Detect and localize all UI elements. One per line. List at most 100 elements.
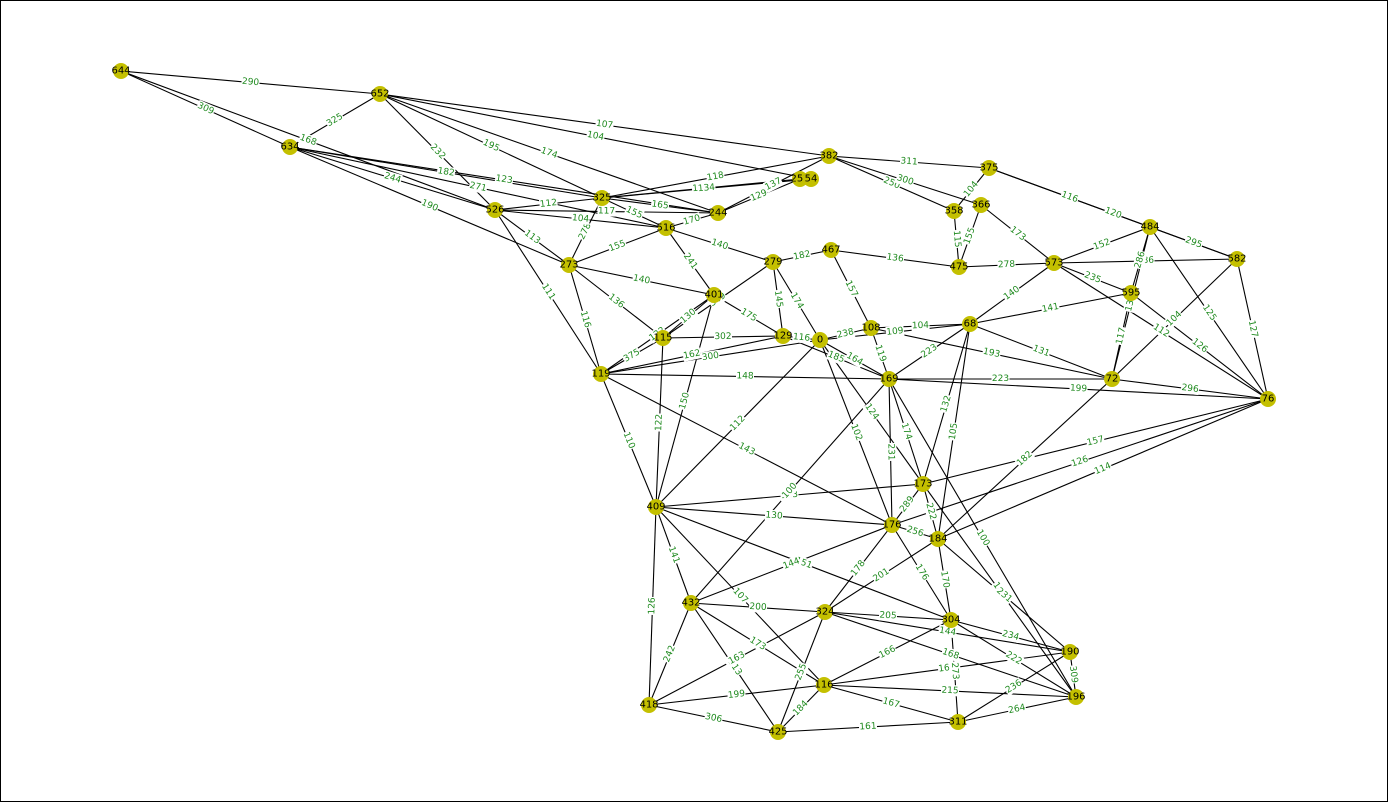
edge-weight-label: 109 bbox=[885, 325, 905, 338]
edge-weight-label: 290 bbox=[241, 75, 260, 89]
node-label-252: 252 bbox=[790, 174, 809, 185]
edge-weight-label: 182 bbox=[791, 248, 812, 263]
edge-weight-label: 144 bbox=[780, 555, 802, 572]
node-label-634: 634 bbox=[280, 142, 299, 153]
edge-weight-label: 104 bbox=[585, 128, 606, 144]
edge-weight-text: 231 bbox=[885, 443, 895, 460]
node-76 bbox=[1260, 391, 1276, 407]
edge-weight-text: 140 bbox=[710, 238, 730, 253]
edge-weight-label: 199 bbox=[726, 688, 747, 701]
node-573 bbox=[1046, 255, 1062, 271]
node-label-304: 304 bbox=[941, 615, 960, 626]
edge-weight-label: 140 bbox=[631, 272, 652, 287]
edge-weight-label: 205 bbox=[878, 609, 898, 622]
edge-weight-text: 174 bbox=[899, 422, 914, 442]
edge-weight-label: 110 bbox=[620, 429, 638, 451]
edge-weight-label: 286 bbox=[1132, 249, 1148, 271]
node-label-115: 115 bbox=[653, 333, 672, 344]
edge-weight-text: 306 bbox=[704, 712, 723, 725]
edge-weight-label: 141 bbox=[1040, 300, 1061, 316]
node-label-72: 72 bbox=[1106, 374, 1119, 385]
edge-weight-text: 109 bbox=[886, 326, 904, 338]
node-516 bbox=[658, 220, 674, 236]
edge-weight-label: 174 bbox=[898, 421, 915, 442]
node-129 bbox=[775, 328, 791, 344]
edge-weight-label: 325 bbox=[324, 110, 346, 130]
edge-weight-label: 173 bbox=[747, 634, 769, 653]
node-425 bbox=[770, 724, 786, 740]
edge-weight-text: 375 bbox=[622, 347, 642, 364]
edge-weight-text: 286 bbox=[1137, 256, 1155, 266]
edge-weight-text: 105 bbox=[948, 422, 960, 440]
edge-weight-label: 145 bbox=[771, 289, 786, 309]
edge-weight-text: 193 bbox=[982, 347, 1001, 360]
edge-weight-text: 241 bbox=[681, 252, 699, 272]
edge-weight-text: 126 bbox=[1070, 454, 1090, 469]
edge-weight-text: 234 bbox=[1001, 629, 1020, 643]
edge-weight-text: 104 bbox=[571, 213, 589, 225]
node-label-526: 526 bbox=[485, 205, 504, 216]
node-325 bbox=[594, 190, 610, 206]
edge-weight-text: 302 bbox=[714, 332, 731, 342]
edge-weight-label: 104 bbox=[911, 319, 930, 332]
node-418 bbox=[641, 697, 657, 713]
edge-weight-text: 150 bbox=[678, 391, 692, 410]
edge-weight-label: 375 bbox=[621, 346, 643, 365]
edge-weight-label: 273 bbox=[948, 661, 962, 681]
edge-weight-text: 116 bbox=[578, 310, 593, 330]
edge-weight-label: 234 bbox=[1000, 627, 1021, 644]
edge-weight-text: 125 bbox=[1200, 303, 1218, 323]
edge-weight-label: 176 bbox=[912, 561, 932, 583]
edge-weight-text: 278 bbox=[998, 260, 1016, 271]
node-401 bbox=[706, 287, 722, 303]
edge-weight-label: 155 bbox=[961, 225, 978, 247]
edge-weight-text: 122 bbox=[654, 414, 665, 432]
edge-weight-text: 104 bbox=[586, 130, 605, 143]
edge-weight-label: 182 bbox=[436, 165, 456, 179]
node-119 bbox=[593, 366, 609, 382]
node-label-644: 644 bbox=[111, 66, 130, 77]
edge-weight-text: 223 bbox=[920, 343, 940, 361]
node-184 bbox=[930, 531, 946, 547]
edge-weight-label: 255 bbox=[792, 661, 810, 683]
edge-weight-label: 140 bbox=[709, 236, 730, 253]
edge-weight-text: 126 bbox=[1190, 337, 1210, 356]
node-279 bbox=[765, 254, 781, 270]
node-label-324: 324 bbox=[815, 607, 834, 618]
edge-weight-text: 112 bbox=[539, 198, 557, 210]
edge-weight-label: 143 bbox=[736, 440, 758, 459]
edge-weight-text: 199 bbox=[1070, 384, 1088, 395]
edge-weight-text: 256 bbox=[905, 525, 925, 540]
edge-weight-text: 215 bbox=[941, 686, 959, 697]
edge-weight-text: 152 bbox=[1092, 237, 1112, 252]
node-484 bbox=[1142, 219, 1158, 235]
edge-weight-text: 295 bbox=[1184, 235, 1204, 250]
node-label-0: 0 bbox=[817, 335, 823, 346]
edge-weight-label: 118 bbox=[705, 169, 726, 184]
edge-weight-text: 104 bbox=[912, 321, 930, 332]
edge-weight-label: 136 bbox=[885, 251, 905, 265]
node-176 bbox=[884, 517, 900, 533]
edge-weight-label: 174 bbox=[538, 144, 560, 162]
node-label-273: 273 bbox=[559, 260, 578, 271]
node-252 bbox=[792, 171, 808, 187]
edge-weight-label: 244 bbox=[382, 170, 403, 186]
edge-weight-text: 157 bbox=[1086, 435, 1105, 449]
node-label-68: 68 bbox=[964, 319, 977, 330]
edge-weight-label: 223 bbox=[918, 341, 940, 361]
node-644 bbox=[113, 63, 129, 79]
edge-weight-text: 127 bbox=[1246, 320, 1259, 339]
edge-weight-text: 117 bbox=[598, 206, 615, 216]
node-169 bbox=[881, 371, 897, 387]
node-304 bbox=[943, 612, 959, 628]
edge-weight-text: 309 bbox=[1067, 665, 1079, 684]
edge-weight-label: 223 bbox=[991, 373, 1010, 384]
edge-weight-text: 173 bbox=[748, 635, 768, 653]
edge-weight-text: 296 bbox=[1181, 383, 1200, 395]
edge-weight-text: 271 bbox=[469, 181, 488, 194]
node-label-516: 516 bbox=[656, 223, 675, 234]
node-label-573: 573 bbox=[1044, 258, 1063, 269]
edge-weight-label: 126 bbox=[1069, 453, 1091, 470]
edge-weight-text: 136 bbox=[886, 252, 905, 264]
